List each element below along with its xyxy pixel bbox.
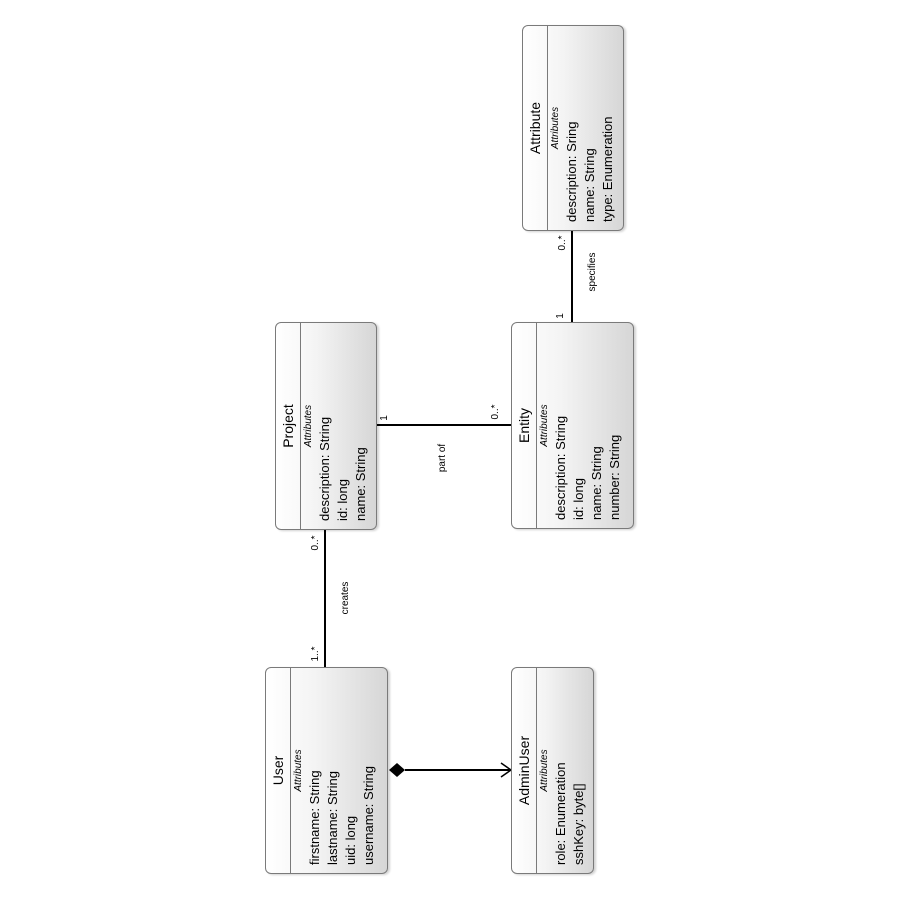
attribute-list: description: Sring name: String type: En… bbox=[562, 26, 617, 230]
class-name: Entity bbox=[512, 323, 537, 528]
class-user[interactable]: User Attributes firstname: String lastna… bbox=[265, 667, 388, 874]
multiplicity-entity-end-part-of: 0..* bbox=[490, 404, 501, 419]
multiplicity-user-end: 1..* bbox=[310, 646, 321, 661]
composition-diamond bbox=[389, 763, 405, 777]
compartment-label: Attributes bbox=[303, 404, 314, 448]
class-entity[interactable]: Entity Attributes description: String id… bbox=[511, 322, 634, 529]
attribute-list: description: String id: long name: Strin… bbox=[315, 323, 370, 529]
class-adminuser[interactable]: AdminUser Attributes role: Enumeration s… bbox=[511, 667, 594, 874]
multiplicity-project-end-creates: 0..* bbox=[310, 535, 321, 550]
compartment-label: Attributes bbox=[539, 404, 550, 447]
attribute-row: type: Enumeration bbox=[600, 116, 615, 222]
multiplicity-project-end: 1 bbox=[379, 415, 390, 421]
attribute-row: name: String bbox=[582, 148, 597, 222]
class-project[interactable]: Project Attributes description: String i… bbox=[275, 322, 377, 530]
compartment-label: Attributes bbox=[539, 749, 550, 792]
compartment-label: Attributes bbox=[550, 106, 561, 150]
association-creates-label: creates bbox=[340, 582, 351, 615]
class-name: Attribute bbox=[523, 26, 548, 230]
attribute-row: number: String bbox=[607, 434, 622, 520]
attribute-row: name: String bbox=[589, 446, 604, 520]
attribute-row: id: long bbox=[571, 478, 586, 520]
association-part-of-label: part of bbox=[437, 444, 448, 473]
attribute-row: role: Enumeration bbox=[553, 762, 568, 865]
attribute-list: role: Enumeration sshKey: byte[] bbox=[551, 668, 588, 873]
attribute-row: id: long bbox=[335, 479, 350, 521]
class-name: User bbox=[266, 668, 291, 873]
class-attribute[interactable]: Attribute Attributes description: Sring … bbox=[522, 25, 624, 231]
attribute-list: firstname: String lastname: String uid: … bbox=[305, 668, 378, 873]
association-specifies-label: specifies bbox=[587, 253, 598, 292]
attribute-row: lastname: String bbox=[325, 771, 340, 865]
attribute-row: description: String bbox=[317, 416, 332, 521]
attribute-row: description: String bbox=[553, 415, 568, 520]
multiplicity-attribute-end: 0..* bbox=[557, 235, 568, 250]
class-name: AdminUser bbox=[512, 668, 537, 873]
attribute-row: firstname: String bbox=[307, 770, 322, 865]
attribute-row: uid: long bbox=[343, 815, 358, 865]
attribute-row: name: String bbox=[353, 447, 368, 521]
compartment-label: Attributes bbox=[293, 749, 304, 792]
attribute-row: username: String bbox=[361, 766, 376, 865]
multiplicity-entity-end: 1 bbox=[555, 313, 566, 319]
class-name: Project bbox=[276, 323, 301, 529]
attribute-row: description: Sring bbox=[564, 121, 579, 222]
attribute-row: sshKey: byte[] bbox=[571, 783, 586, 865]
attribute-list: description: String id: long name: Strin… bbox=[551, 323, 624, 528]
